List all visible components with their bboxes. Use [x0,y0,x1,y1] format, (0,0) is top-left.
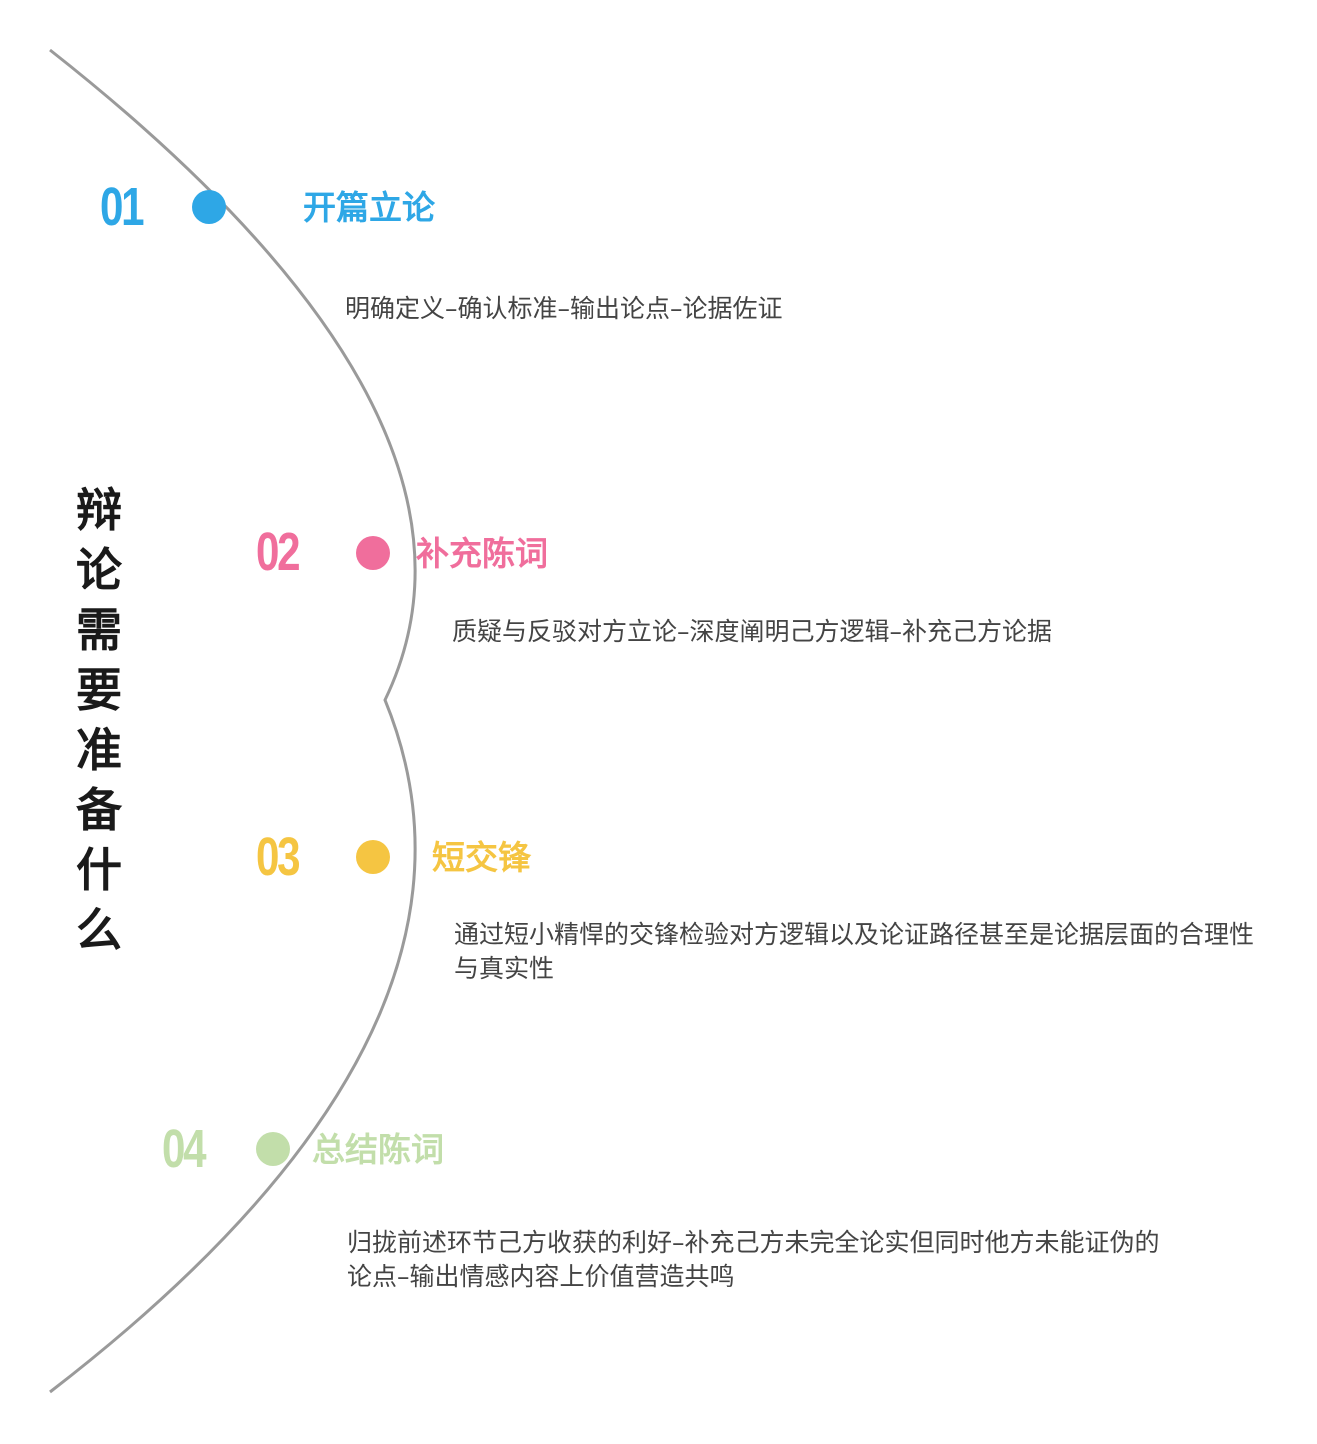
title-char: 准 [76,723,122,777]
step-description: 归拢前述环节己方收获的利好–补充己方未完全论实但同时他方未能证伪的论点–输出情感… [347,1228,1160,1291]
title-char: 备 [76,783,122,837]
step-description: 通过短小精悍的交锋检验对方逻辑以及论证路径甚至是论据层面的合理性与真实性 [454,920,1255,983]
step-title: 补充陈词 [416,534,548,573]
step-number: 01 [100,177,145,237]
step-dot [356,840,390,874]
step-number: 03 [256,827,301,887]
title-char: 么 [76,903,122,957]
title-char: 需 [76,603,122,657]
step-number: 02 [256,522,301,582]
title-char: 辩 [76,483,122,537]
step-dot [256,1132,290,1166]
step-title: 开篇立论 [303,188,435,227]
step-number: 04 [162,1119,207,1179]
step-title: 短交锋 [432,838,531,877]
title-char: 什 [76,843,122,897]
page-title: 辩 论 需 要 准 备 什 么 [72,480,126,960]
step-dot [356,536,390,570]
step-title: 总结陈词 [312,1130,444,1169]
title-char: 论 [76,543,122,597]
step-dot [192,190,226,224]
arc-line [49,48,417,1394]
title-char: 要 [76,663,122,717]
step-description: 质疑与反驳对方立论–深度阐明己方逻辑–补充己方论据 [452,617,1053,646]
step-description: 明确定义–确认标准–输出论点–论据佐证 [345,294,783,323]
